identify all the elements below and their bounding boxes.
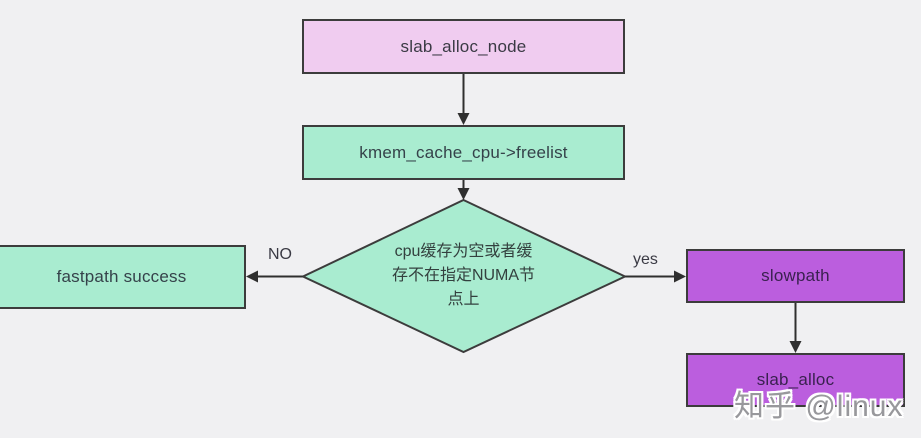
decision-node-text: cpu缓存为空或者缓 存不在指定NUMA节 点上: [343, 240, 584, 312]
node-kmem-cache-cpu-freelist-label: kmem_cache_cpu->freelist: [359, 142, 568, 162]
node-slab-alloc: slab_alloc: [686, 353, 905, 407]
zhihu-watermark: 知乎 @linux: [734, 390, 904, 423]
arrow-slowpath-to-slaballoc: [789, 303, 802, 353]
node-slowpath-label: slowpath: [761, 266, 830, 285]
decision-text-line-3: 点上: [447, 291, 480, 308]
arrow-decision-to-slowpath: [625, 270, 686, 283]
edge-label-yes: yes: [633, 251, 658, 268]
node-fastpath-success: fastpath success: [0, 245, 246, 309]
arrow-top-to-freelist: [457, 74, 470, 125]
arrow-freelist-to-decision: [457, 180, 470, 200]
edge-label-no: NO: [268, 246, 292, 263]
node-slab-alloc-node: slab_alloc_node: [302, 19, 625, 74]
arrow-decision-to-fastpath: [246, 270, 303, 283]
decision-diamond-shape: [300, 198, 628, 354]
node-slab-alloc-node-label: slab_alloc_node: [400, 36, 527, 56]
node-slab-alloc-label: slab_alloc: [756, 370, 835, 389]
node-fastpath-success-label: fastpath success: [56, 267, 187, 286]
node-slowpath: slowpath: [686, 249, 905, 303]
node-kmem-cache-cpu-freelist: kmem_cache_cpu->freelist: [302, 125, 625, 180]
decision-text-line-2: 存不在指定NUMA节: [391, 267, 536, 284]
decision-text-line-1: cpu缓存为空或者缓: [394, 243, 533, 260]
